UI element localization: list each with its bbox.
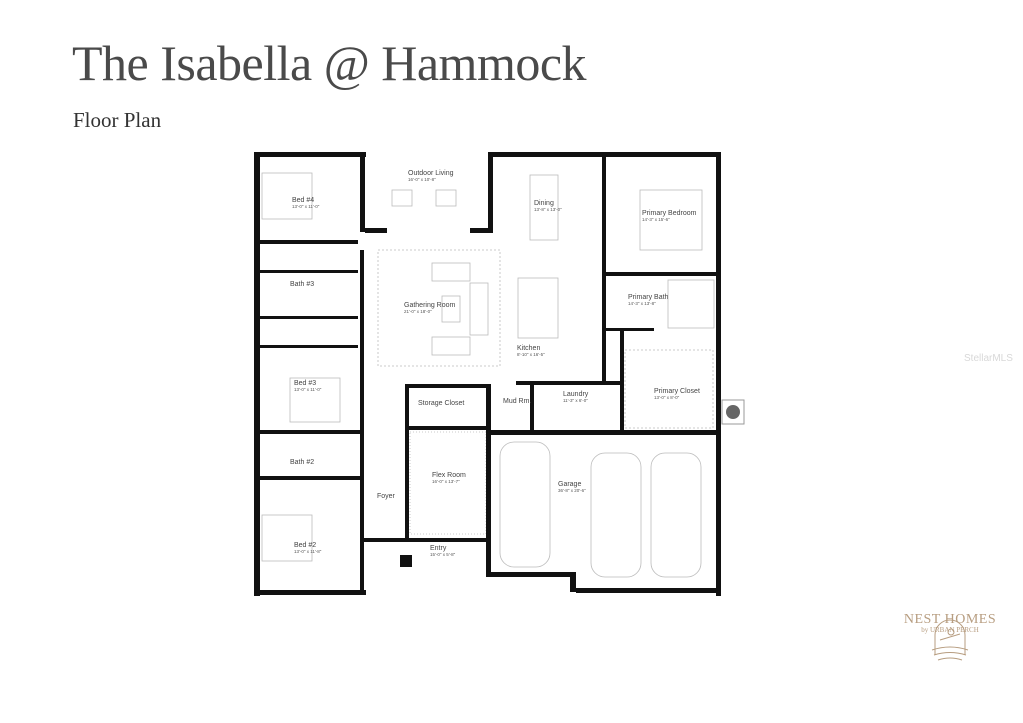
page-subtitle: Floor Plan — [73, 108, 162, 132]
room-label: Garage — [558, 481, 581, 488]
room-dims: 21'-0" x 18'-0" — [404, 309, 432, 314]
room-label: Dining — [534, 200, 554, 207]
room-dims: 14'-3" x 13'-8" — [628, 301, 656, 306]
room-label: Kitchen — [517, 345, 540, 352]
room-label: Outdoor Living — [408, 170, 454, 177]
nest-logo-icon — [931, 619, 969, 661]
room-dims: 16'-0" x 13'-7" — [432, 479, 460, 484]
room-dims: 11'-3" x 6'-0" — [563, 398, 588, 403]
room-label: Storage Closet — [418, 400, 464, 407]
brand-logo: NEST HOMES by URBAN PERCH — [900, 612, 1000, 634]
watermark: StellarMLS — [964, 353, 1013, 364]
room-label: Bath #3 — [290, 281, 314, 288]
room-label: Bed #4 — [292, 197, 314, 204]
room-label: Entry — [430, 545, 447, 552]
room-dims: 13'-0" x 11'-8" — [294, 549, 322, 554]
floor-plan-walls — [254, 152, 721, 596]
compass-icon — [721, 399, 745, 425]
room-label: Bed #2 — [294, 542, 316, 549]
room-label: Foyer — [377, 493, 396, 500]
room-label: Gathering Room — [404, 302, 456, 309]
room-label: Flex Room — [432, 472, 466, 479]
room-label: Primary Bath — [628, 294, 669, 301]
room-label: Primary Bedroom — [642, 210, 697, 217]
brand-name: NEST HOMES — [903, 612, 997, 627]
room-labels: Bed #4 13'-0" x 11'-0" Outdoor Living 16… — [290, 170, 700, 557]
room-label: Laundry — [563, 391, 589, 398]
room-dims: 15'-0" x 5'-8" — [430, 552, 456, 557]
room-dims: 14'-3" x 15'-6" — [642, 217, 670, 222]
page-title: The Isabella @ Hammock — [72, 35, 587, 91]
room-label: Mud Rm. — [503, 398, 531, 405]
room-dims: 36'-8" x 20'-6" — [558, 488, 586, 493]
room-label: Bath #2 — [290, 459, 314, 466]
room-dims: 13'-0" x 11'-0" — [292, 204, 320, 209]
room-dims: 16'-0" x 10'-8" — [408, 177, 436, 182]
room-dims: 8'-10" x 16'-5" — [517, 352, 545, 357]
room-label: Primary Closet — [654, 388, 700, 395]
room-dims: 13'-8" x 13'-0" — [534, 207, 562, 212]
room-label: Bed #3 — [294, 380, 316, 387]
room-dims: 13'-0" x 11'-0" — [294, 387, 322, 392]
room-dims: 13'-0" x 8'-0" — [654, 395, 680, 400]
brand-byline: by URBAN PERCH — [921, 626, 979, 634]
